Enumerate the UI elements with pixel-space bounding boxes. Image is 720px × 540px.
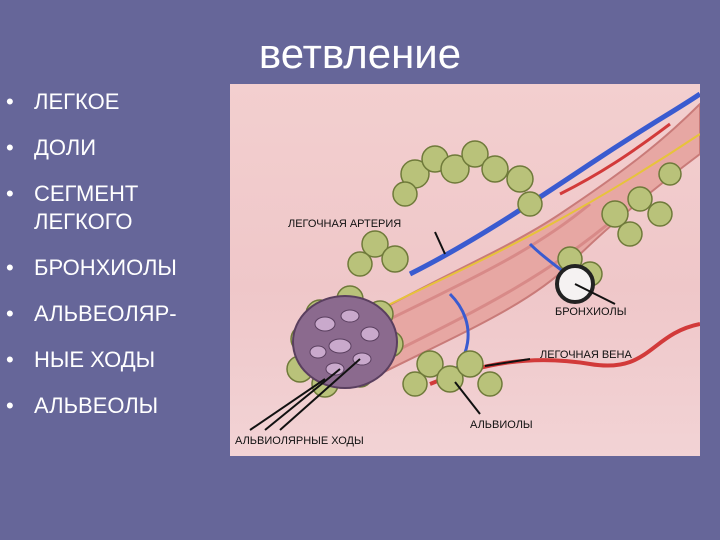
bullet-text: ЛЕГКОЕ (34, 88, 224, 116)
bullet-text: СЕГМЕНТ ЛЕГКОГО (34, 180, 224, 236)
bullet-item: • СЕГМЕНТ ЛЕГКОГО (0, 180, 224, 236)
bullet-icon: • (6, 180, 14, 208)
label-pulmonary-artery: ЛЕГОЧНАЯ АРТЕРИЯ (288, 218, 401, 230)
bullet-icon: • (6, 300, 14, 328)
bullet-icon: • (6, 88, 14, 116)
bullet-item: • ЛЕГКОЕ (0, 88, 224, 116)
slide-title: ветвление (0, 30, 720, 78)
bullet-text: ДОЛИ (34, 134, 224, 162)
label-alveolar-ducts: АЛЬВИОЛЯРНЫЕ ХОДЫ (235, 435, 364, 447)
bullet-item: • АЛЬВЕОЛЫ (0, 392, 224, 420)
label-alveoli: АЛЬВИОЛЫ (470, 419, 533, 431)
label-bronchioles: БРОНХИОЛЫ (555, 306, 626, 318)
lung-anatomy-illustration: ЛЕГОЧНАЯ АРТЕРИЯ БРОНХИОЛЫ ЛЕГОЧНАЯ ВЕНА… (230, 84, 700, 456)
bullet-text: АЛЬВЕОЛЯР- (34, 300, 224, 328)
bullet-text: АЛЬВЕОЛЫ (34, 392, 224, 420)
bullet-icon: • (6, 134, 14, 162)
bullet-icon: • (6, 254, 14, 282)
bullet-item: • БРОНХИОЛЫ (0, 254, 224, 282)
bullet-item: • НЫЕ ХОДЫ (0, 346, 224, 374)
bullet-item: • ДОЛИ (0, 134, 224, 162)
bullet-item: • АЛЬВЕОЛЯР- (0, 300, 224, 328)
bullet-text: БРОНХИОЛЫ (34, 254, 224, 282)
bullet-icon: • (6, 392, 14, 420)
lung-diagram-svg: ЛЕГОЧНАЯ АРТЕРИЯ БРОНХИОЛЫ ЛЕГОЧНАЯ ВЕНА… (230, 84, 700, 456)
bullet-list: • ЛЕГКОЕ • ДОЛИ • СЕГМЕНТ ЛЕГКОГО • БРОНХИОЛ… (0, 88, 224, 438)
bullet-text: НЫЕ ХОДЫ (34, 346, 224, 374)
label-pulmonary-vein: ЛЕГОЧНАЯ ВЕНА (540, 349, 632, 361)
bullet-icon: • (6, 346, 14, 374)
